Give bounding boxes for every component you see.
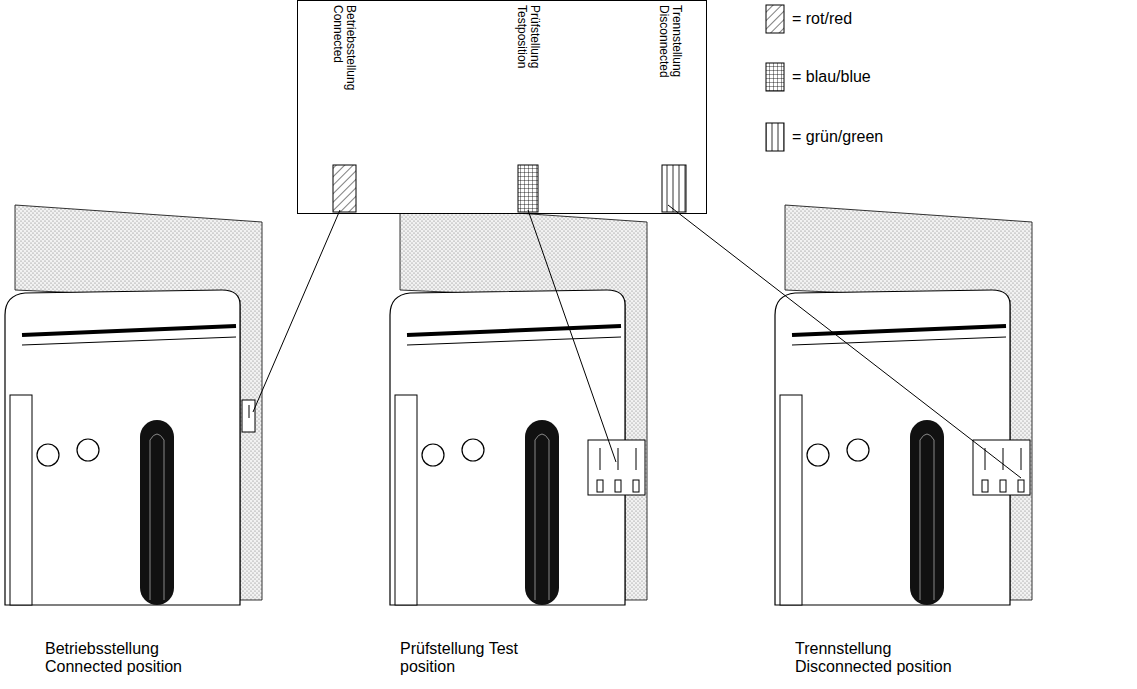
position-name: Trennstellung Disconnected — [657, 5, 683, 105]
legend-text: = grün/green — [792, 128, 883, 146]
position-caption: Trennstellung Disconnected position — [795, 640, 970, 676]
legend-text: = rot/red — [792, 10, 852, 28]
position-caption: Betriebsstellung Connected position — [45, 640, 220, 676]
position-caption: Prüfstellung Test position — [400, 640, 520, 676]
legend-swatch — [765, 4, 785, 34]
legend-swatch — [765, 122, 785, 152]
label-plate: Betriebsstellung Connected Prüfstellung T… — [297, 0, 707, 214]
legend-swatch — [765, 62, 785, 92]
position-name: Betriebsstellung Connected — [331, 5, 357, 105]
legend-text: = blau/blue — [792, 68, 871, 86]
position-name: Prüfstellung Testposition — [515, 5, 541, 105]
